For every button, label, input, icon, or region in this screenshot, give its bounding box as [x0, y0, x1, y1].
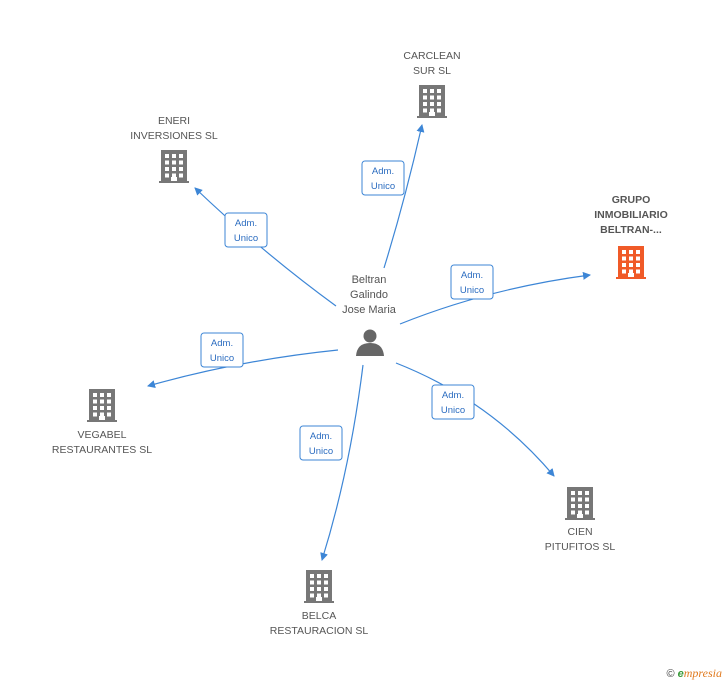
company-label-eneri[interactable]: ENERI INVERSIONES SL	[130, 115, 218, 142]
role-line: Adm.	[372, 166, 394, 177]
person-name-label-line: Galindo	[350, 289, 388, 301]
footer-brand: © empresia	[666, 666, 722, 681]
building-icon[interactable]	[304, 570, 334, 603]
role-badge-eneri[interactable]: Adm. Unico	[224, 212, 268, 248]
person-icon[interactable]	[356, 329, 384, 357]
role-badge-vegabel[interactable]: Adm. Unico	[200, 332, 244, 368]
role-line: Adm.	[461, 270, 483, 281]
company-label-belca-line: RESTAURACION SL	[270, 625, 369, 637]
role-line: Adm.	[235, 218, 257, 229]
role-text: Adm. Unico	[441, 390, 465, 416]
company-label-cien-line: CIEN	[567, 526, 592, 538]
person-name-label-line: Jose Maria	[342, 304, 397, 316]
building-icon[interactable]	[616, 246, 646, 279]
company-label-belca-line: BELCA	[302, 610, 336, 622]
company-label-grupo-line: BELTRAN-...	[600, 224, 662, 236]
building-icon[interactable]	[87, 389, 117, 422]
role-line: Unico	[309, 446, 333, 457]
company-label-carclean-line: CARCLEAN	[403, 50, 460, 62]
company-label-cien-line: PITUFITOS SL	[545, 541, 616, 553]
role-text: Adm. Unico	[234, 218, 258, 244]
role-line: Unico	[460, 285, 484, 296]
building-icon[interactable]	[565, 487, 595, 520]
company-label-cien[interactable]: CIEN PITUFITOS SL	[545, 526, 616, 553]
role-line: Unico	[210, 353, 234, 364]
role-text: Adm. Unico	[210, 338, 234, 364]
role-line: Unico	[441, 405, 465, 416]
company-label-grupo-line: GRUPO	[612, 194, 651, 206]
company-label-vegabel-line: RESTAURANTES SL	[52, 444, 152, 456]
company-label-carclean[interactable]: CARCLEAN SUR SL	[403, 50, 460, 77]
building-icon[interactable]	[417, 85, 447, 118]
company-label-carclean-line: SUR SL	[413, 65, 451, 77]
role-badge-carclean[interactable]: Adm. Unico	[361, 160, 405, 196]
role-line: Unico	[234, 233, 258, 244]
role-badge-grupo[interactable]: Adm. Unico	[450, 264, 494, 300]
brand-logo-text: mpresia	[683, 666, 722, 680]
edge-belca	[320, 364, 364, 561]
edge-cien	[395, 362, 555, 477]
role-line: Unico	[371, 181, 395, 192]
role-text: Adm. Unico	[371, 166, 395, 192]
brand-logo-initial: e	[677, 668, 684, 680]
building-icon[interactable]	[159, 150, 189, 183]
edge-carclean	[383, 124, 425, 269]
role-line: Adm.	[310, 431, 332, 442]
role-text: Adm. Unico	[460, 270, 484, 296]
company-label-grupo[interactable]: GRUPO INMOBILIARIO BELTRAN-...	[594, 194, 668, 236]
company-label-belca[interactable]: BELCA RESTAURACION SL	[270, 610, 369, 637]
company-label-vegabel[interactable]: VEGABEL RESTAURANTES SL	[52, 429, 152, 456]
company-label-grupo-line: INMOBILIARIO	[594, 209, 668, 221]
role-line: Adm.	[211, 338, 233, 349]
role-badge-cien[interactable]: Adm. Unico	[431, 384, 475, 420]
company-label-vegabel-line: VEGABEL	[77, 429, 126, 441]
edge-grupo	[399, 271, 591, 325]
role-line: Adm.	[442, 390, 464, 401]
company-label-eneri-line: ENERI	[158, 115, 190, 127]
role-badge-belca[interactable]: Adm. Unico	[299, 425, 343, 461]
copyright-symbol: ©	[666, 668, 675, 680]
company-label-eneri-line: INVERSIONES SL	[130, 130, 218, 142]
edge-eneri	[194, 187, 337, 307]
role-text: Adm. Unico	[309, 431, 333, 457]
person-name-label-line: Beltran	[352, 274, 387, 286]
